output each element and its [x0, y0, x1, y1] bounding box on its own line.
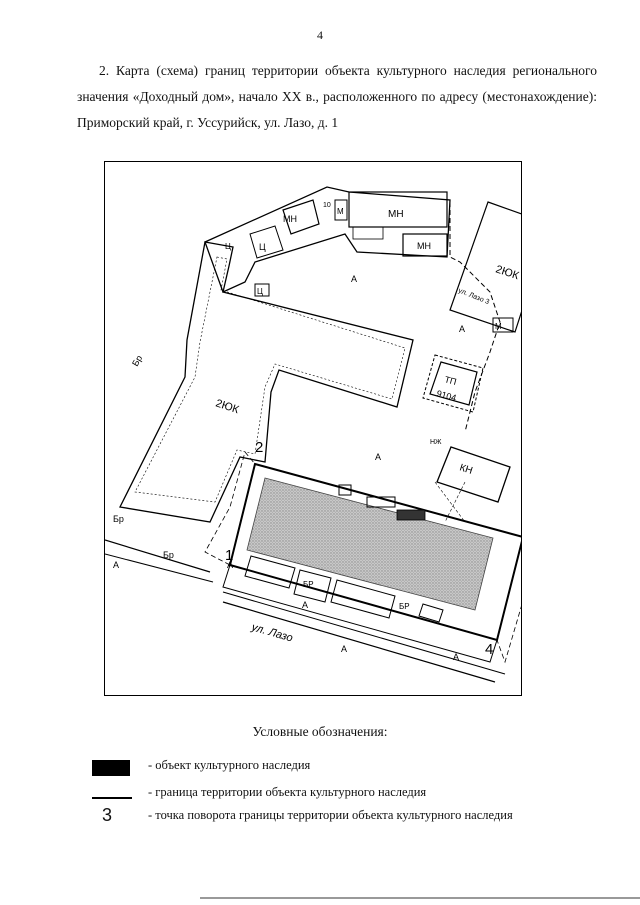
label-a-8: А [453, 652, 459, 662]
road-edge-upper [105, 539, 211, 573]
south-building-1 [244, 555, 296, 589]
road-lazo-edge [222, 591, 506, 675]
legend-item-heritage: - объект культурного наследия [90, 756, 610, 778]
legend-line-symbol [90, 783, 134, 805]
building-kn [436, 446, 511, 503]
building-m-east [492, 317, 514, 333]
south-strip [222, 564, 498, 663]
turning-point-4: 4 [485, 641, 493, 658]
label-nzh: НЖ [430, 439, 442, 446]
label-a-4: А [113, 560, 119, 570]
label-br-4: БР [303, 580, 314, 589]
outer-zone-east [496, 543, 521, 664]
label-mn-3: МН [417, 241, 431, 251]
label-a-2: А [459, 324, 465, 334]
small-ts-box [254, 283, 270, 297]
heritage-detail-3 [396, 509, 426, 521]
south-building-4 [418, 603, 444, 623]
label-ts-2: Ц [257, 287, 263, 296]
building-mn-right [402, 233, 448, 257]
road-lazo-far [222, 601, 496, 683]
label-m-2: М [495, 322, 502, 331]
label-a-3: А [375, 452, 381, 462]
label-tp: ТП [443, 374, 457, 387]
building-mn-left [282, 199, 320, 235]
label-a-7: А [341, 644, 347, 654]
legend-title: Условные обозначения: [252, 724, 388, 739]
fence-line [449, 202, 501, 433]
label-2yuk-west: 2ЮК [214, 397, 241, 416]
label-a-5: А [227, 560, 233, 570]
label-br-2: Бр [113, 514, 124, 524]
label-tp-number: 9104 [435, 388, 457, 403]
legend-label: - граница территории объекта культурного… [148, 785, 427, 799]
parcel-west-outline [119, 241, 414, 523]
street-label: ул. Лазо [249, 621, 294, 644]
legend-label: - точка поворота границы территории объе… [148, 808, 513, 822]
small-m-box [334, 199, 348, 221]
label-ts-1: Ц [259, 242, 266, 252]
small-box-mid [352, 226, 384, 240]
heritage-object [246, 477, 494, 611]
label-2yuk-east: 2ЮК [494, 263, 521, 282]
document-heading: 2. Карта (схема) границ территории объек… [77, 58, 597, 136]
label-br-3: Бр [163, 550, 174, 560]
south-building-2 [293, 569, 332, 603]
label-kn: КН [458, 462, 474, 476]
legend-item-turning-point: 3 - точка поворота границы территории об… [90, 805, 610, 828]
label-a-6: А [302, 600, 308, 610]
label-m-1: М [337, 207, 344, 216]
label-br-5: БР [399, 602, 410, 611]
heading-text: 2. Карта (схема) границ территории объек… [77, 63, 597, 130]
legend-fill-symbol [90, 756, 134, 778]
label-br-1: Бр [130, 354, 144, 368]
heritage-detail-2 [366, 496, 396, 508]
legend-number-symbol: 3 [90, 805, 134, 828]
turning-point-2: 2 [255, 439, 263, 456]
tp-outline [422, 354, 484, 413]
label-10: 10 [323, 202, 331, 209]
label-ts-3: Ц [225, 242, 231, 251]
boundary-map: МН МН МН М М Ц Ц Ц 2ЮК 2ЮК А А А А А А А… [104, 161, 522, 696]
legend-label: - объект культурного наследия [148, 758, 311, 772]
heritage-detail-1 [338, 484, 352, 496]
page-number: 4 [317, 28, 323, 42]
legend-item-boundary: - граница территории объекта культурного… [90, 783, 610, 805]
legend-point-number: 3 [102, 805, 113, 825]
building-ts-left [249, 225, 284, 259]
turning-point-1: 1 [225, 547, 233, 564]
label-lazo-3: ул. Лазо 3 [457, 287, 490, 306]
label-mn-1: МН [283, 214, 297, 224]
outer-zone-west [204, 451, 256, 566]
bottom-rule [200, 897, 640, 899]
building-mn-center [348, 191, 448, 228]
label-mn-2: МН [388, 209, 404, 220]
parcel-east [449, 201, 521, 333]
road-edge-lower [105, 553, 214, 583]
label-a-1: А [351, 274, 357, 284]
south-building-3 [330, 579, 396, 619]
tp-building [429, 361, 478, 406]
parcel-west-inner [134, 256, 406, 503]
map-drawing: МН МН МН М М Ц Ц Ц 2ЮК 2ЮК А А А А А А А… [105, 186, 521, 683]
top-building-chain [204, 186, 451, 293]
